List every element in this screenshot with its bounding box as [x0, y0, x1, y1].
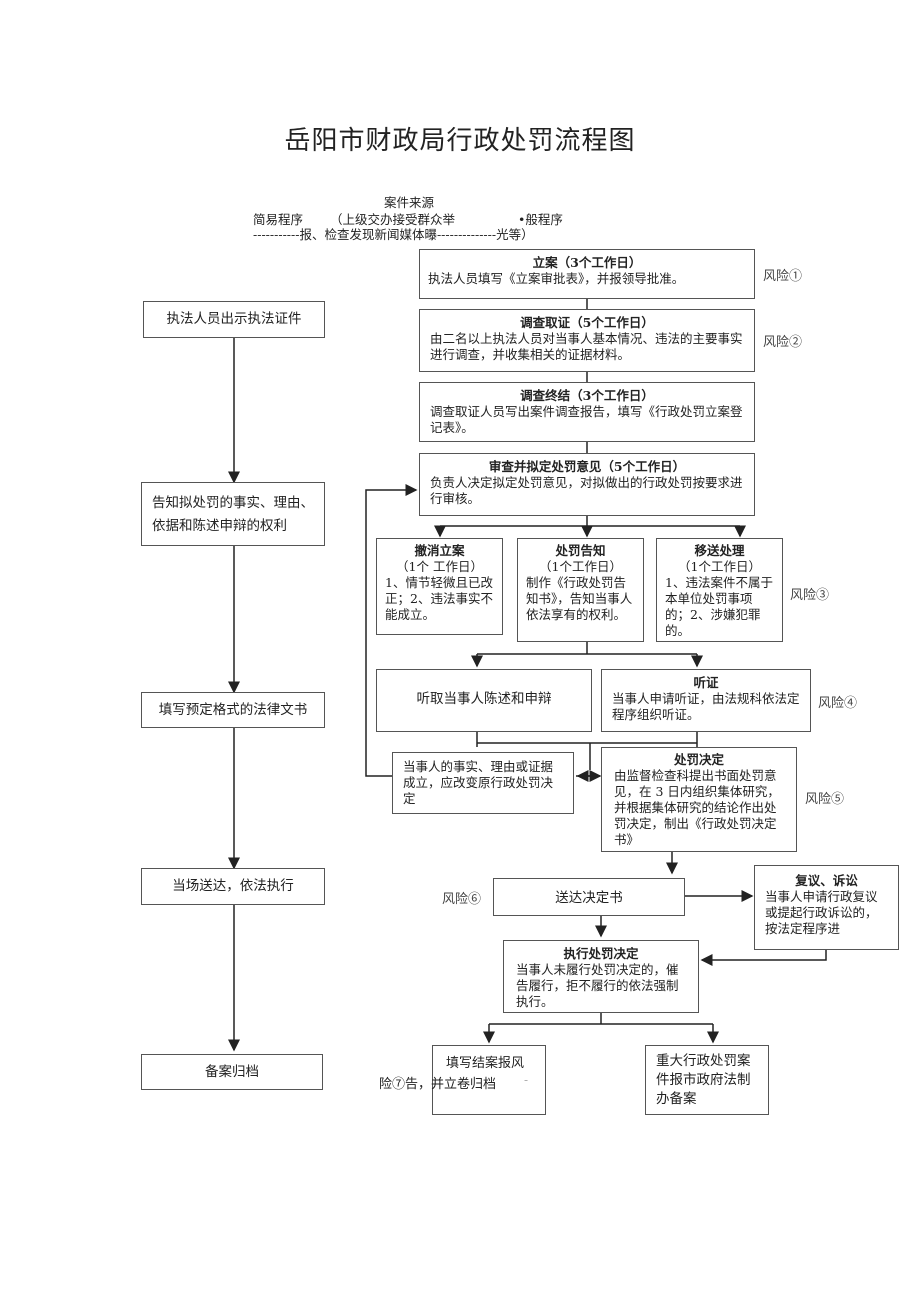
step-hearing-head: 听证	[693, 675, 719, 690]
simple-step-certificate-text: 执法人员出示执法证件	[166, 311, 302, 327]
step-change-text: 当事人的事实、理由或证据成立，应改变原行政处罚决定	[403, 759, 554, 806]
step-report-text: 重大行政处罚案件报市政府法制办备案	[656, 1053, 751, 1107]
step-notice-head: 处罚告知	[555, 543, 606, 558]
simple-step-deliver: 当场送达，依法执行	[141, 868, 325, 905]
simple-step-archive-text: 备案归档	[205, 1064, 259, 1080]
simple-step-inform-text: 告知拟处罚的事实、理由、依据和陈述申辩的权利	[152, 495, 314, 534]
step-archive-line1: 填写结案报风	[446, 1056, 525, 1071]
risk-5: 风险⑤	[805, 792, 845, 807]
step-review-body: 负责人决定拟定处罚意见，对拟做出的行政处罚按要求进行审核。	[430, 475, 743, 506]
simple-procedure-label: 简易程序	[253, 212, 304, 227]
step-deliver-text: 送达决定书	[555, 890, 623, 906]
step-archive	[432, 1045, 546, 1115]
step-notice-sub: （1个工作日）	[539, 559, 622, 574]
step-transfer: 移送处理 （1个工作日） 1、违法案件不属于本单位处罚事项的；2、涉嫌犯罪的。	[656, 538, 783, 642]
step-cancel-head: 撤消立案	[414, 543, 465, 558]
risk-4: 风险④	[818, 696, 858, 711]
arrow-appeal-execute	[700, 950, 827, 966]
step-deliver: 送达决定书	[493, 878, 685, 916]
step-notice: 处罚告知 （1个工作日） 制作《行政处罚告知书》，告知当事人依法享有的权利。	[517, 538, 644, 642]
step-transfer-body: 1、违法案件不属于本单位处罚事项的；2、涉嫌犯罪的。	[665, 575, 773, 638]
step-filing-body: 执法人员填写《立案审批表》，并报领导批准。	[428, 271, 685, 286]
step-report: 重大行政处罚案件报市政府法制办备案	[645, 1045, 769, 1115]
step-filing: 立案（3个工作日） 执法人员填写《立案审批表》，并报领导批准。	[419, 249, 755, 299]
step-appeal-body: 当事人申请行政复议或提起行政诉讼的，按法定程序进	[765, 889, 878, 936]
step-statement-text: 听取当事人陈述和申辩	[416, 691, 552, 707]
step-archive-line2: 险⑦告，并立卷归档	[379, 1077, 497, 1092]
step-cancel-sub: （1个 工作日）	[396, 559, 483, 574]
simple-step-deliver-text: 当场送达，依法执行	[172, 878, 294, 894]
step-appeal: 复议、诉讼 当事人申请行政复议或提起行政诉讼的，按法定程序进	[754, 865, 899, 950]
step-hearing-body: 当事人申请听证，由法规科依法定程序组织听证。	[612, 691, 800, 722]
step-review: 审查并拟定处罚意见（5个工作日） 负责人决定拟定处罚意见，对拟做出的行政处罚按要…	[419, 453, 755, 516]
step-investigate-head: 调查取证（5个工作日）	[520, 315, 654, 330]
step-execute: 执行处罚决定 当事人未履行处罚决定的，催告履行，拒不履行的依法强制执行。	[503, 940, 699, 1013]
step-notice-body: 制作《行政处罚告知书》，告知当事人依法享有的权利。	[526, 575, 633, 622]
step-conclude-head: 调查终结（3个工作日）	[520, 388, 654, 403]
step-cancel-body: 1、情节轻微且已改正；2、违法事实不能成立。	[385, 575, 493, 622]
source-label: 案件来源	[384, 195, 435, 210]
step-decision-head: 处罚决定	[673, 752, 724, 767]
loop-back-review	[365, 484, 418, 777]
step-investigate: 调查取证（5个工作日） 由二名以上执法人员对当事人基本情况、违法的主要事实进行调…	[419, 309, 755, 372]
step-change: 当事人的事实、理由或证据成立，应改变原行政处罚决定	[392, 752, 574, 814]
step-cancel: 撤消立案 （1个 工作日） 1、情节轻微且已改正；2、违法事实不能成立。	[376, 538, 503, 635]
simple-step-document: 填写预定格式的法律文书	[141, 692, 325, 728]
risk-3: 风险③	[790, 588, 830, 603]
step-appeal-head: 复议、诉讼	[795, 873, 858, 888]
simple-step-certificate: 执法人员出示执法证件	[143, 301, 325, 338]
risk-1: 风险①	[763, 269, 803, 284]
step-decision-body: 由监督检查科提出书面处罚意见，在 3 日内组织集体研究，并根据集体研究的结论作出…	[614, 768, 780, 847]
simple-step-inform: 告知拟处罚的事实、理由、依据和陈述申辩的权利	[141, 482, 325, 546]
step-conclude-body: 调查取证人员写出案件调查报告，填写《行政处罚立案登记表》。	[430, 404, 743, 435]
general-procedure-label: •般程序	[518, 212, 563, 227]
page-title: 岳阳市财政局行政处罚流程图	[284, 126, 636, 156]
step-archive-dash: -	[524, 1073, 529, 1087]
simple-step-document-text: 填写预定格式的法律文书	[158, 702, 308, 718]
step-filing-head: 立案（3个工作日）	[532, 255, 642, 270]
step-statement: 听取当事人陈述和申辩	[376, 669, 592, 732]
step-transfer-sub: （1个工作日）	[678, 559, 761, 574]
step-decision: 处罚决定 由监督检查科提出书面处罚意见，在 3 日内组织集体研究，并根据集体研究…	[601, 747, 797, 852]
step-execute-head: 执行处罚决定	[563, 946, 639, 961]
risk-2: 风险②	[763, 335, 803, 350]
risk-6: 风险⑥	[442, 892, 482, 907]
step-investigate-body: 由二名以上执法人员对当事人基本情况、违法的主要事实进行调查，并收集相关的证据材料…	[430, 331, 743, 362]
source-line2: -----------报、检查发现新闻媒体曝--------------光等）	[253, 227, 534, 242]
step-transfer-head: 移送处理	[694, 543, 745, 558]
simple-step-archive: 备案归档	[141, 1054, 323, 1090]
step-hearing: 听证 当事人申请听证，由法规科依法定程序组织听证。	[601, 669, 811, 732]
step-review-head: 审查并拟定处罚意见（5个工作日）	[488, 459, 686, 474]
step-execute-body: 当事人未履行处罚决定的，催告履行，拒不履行的依法强制执行。	[516, 962, 679, 1009]
source-line1: （上级交办接受群众举	[330, 212, 456, 227]
step-conclude: 调查终结（3个工作日） 调查取证人员写出案件调查报告，填写《行政处罚立案登记表》…	[419, 382, 755, 442]
